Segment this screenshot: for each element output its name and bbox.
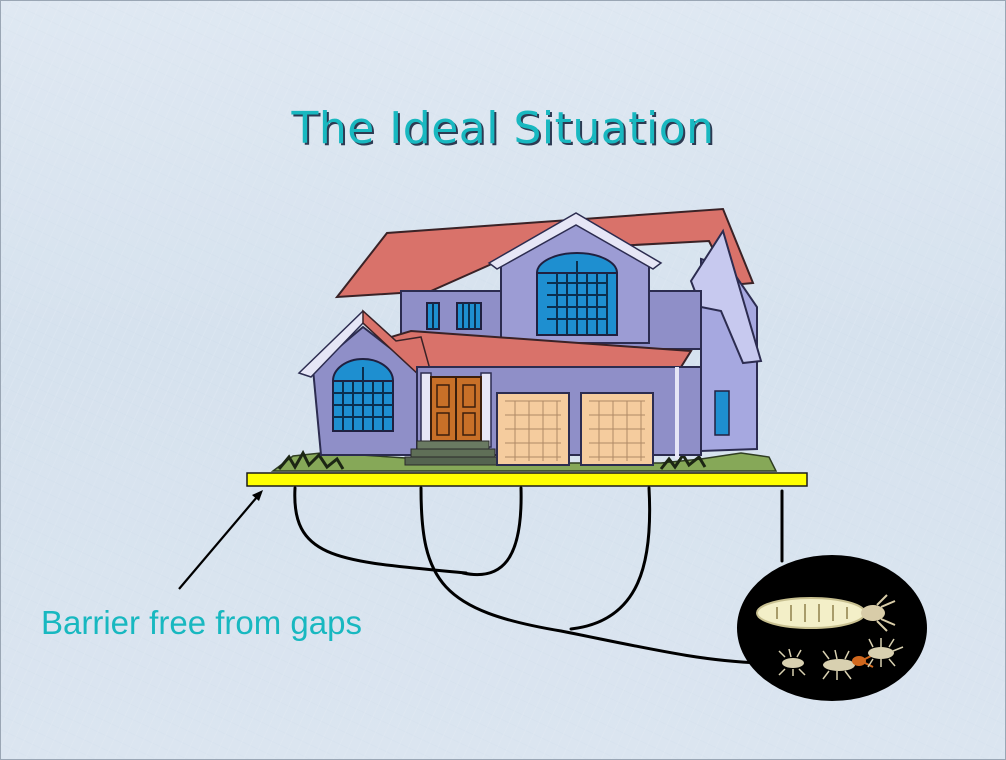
porch-column-right: [481, 373, 491, 447]
front-steps: [405, 441, 501, 465]
barrier-caption: Barrier free from gaps: [41, 606, 362, 639]
arrow-icon: [179, 490, 263, 589]
house-icon: [273, 209, 776, 471]
porch-column-left: [421, 373, 431, 447]
tunnel-1: [295, 488, 466, 573]
termite-colony-icon: [737, 555, 927, 701]
window-side: [715, 391, 729, 435]
termite-tunnels: [295, 488, 782, 663]
window-arched-upper: [537, 253, 617, 335]
tunnel-3: [463, 488, 521, 575]
tunnel-4: [571, 488, 650, 629]
garage-door-right: [581, 393, 653, 465]
window-upper-middle: [457, 303, 481, 329]
barrier-strip: [247, 473, 807, 486]
garage-door-left: [497, 393, 569, 465]
front-doors: [431, 377, 481, 441]
window-arched-left: [333, 359, 393, 431]
window-upper-left: [427, 303, 439, 329]
